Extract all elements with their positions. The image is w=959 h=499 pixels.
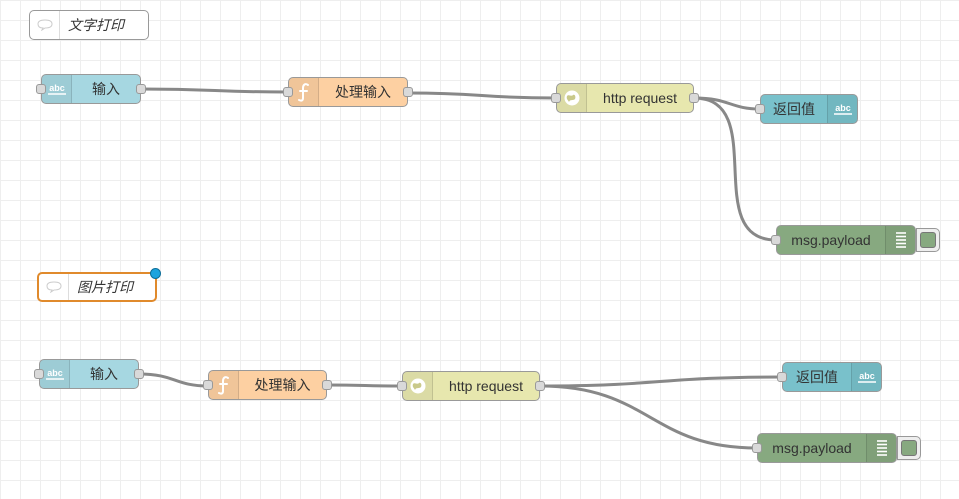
output-port[interactable]	[403, 87, 413, 97]
comment-node[interactable]: 文字打印	[29, 10, 149, 40]
output-port[interactable]	[322, 380, 332, 390]
input-port[interactable]	[755, 104, 765, 114]
input-port[interactable]	[203, 380, 213, 390]
changed-indicator	[150, 268, 161, 279]
output-port[interactable]	[535, 381, 545, 391]
function-icon	[209, 371, 239, 399]
node-label: 处理输入	[335, 84, 391, 100]
node-label: 输入	[92, 81, 120, 97]
debug-list-icon	[885, 226, 915, 254]
debug-list-icon	[866, 434, 896, 462]
input-port[interactable]	[752, 443, 762, 453]
output-port[interactable]	[136, 84, 146, 94]
abc-icon: abc	[40, 360, 70, 388]
comment-label: 图片打印	[77, 279, 133, 295]
node-label: 处理输入	[254, 377, 311, 393]
node-label: 返回值	[796, 369, 838, 385]
comment-icon	[39, 274, 69, 300]
input-port[interactable]	[397, 381, 407, 391]
output-port[interactable]	[689, 93, 699, 103]
node-label: 输入	[90, 366, 118, 382]
input-port[interactable]	[36, 84, 46, 94]
debug-node[interactable]: msg.payload	[752, 433, 921, 463]
inject-node[interactable]: abc 输入	[36, 74, 146, 104]
globe-icon	[403, 372, 433, 400]
node-label: msg.payload	[791, 232, 871, 248]
abc-icon: abc	[42, 75, 72, 103]
function-node[interactable]: 处理输入	[203, 370, 332, 400]
globe-icon	[557, 84, 587, 112]
svg-text:abc: abc	[47, 368, 63, 378]
wire[interactable]	[538, 375, 784, 388]
http-request-node[interactable]: http request	[397, 371, 545, 401]
wire[interactable]	[139, 87, 290, 94]
input-port[interactable]	[283, 87, 293, 97]
abc-icon: abc	[851, 363, 881, 391]
input-port[interactable]	[551, 93, 561, 103]
function-node[interactable]: 处理输入	[283, 77, 413, 107]
debug-node[interactable]: msg.payload	[771, 225, 940, 255]
node-label: http request	[449, 378, 523, 394]
http-request-node[interactable]: http request	[551, 83, 699, 113]
output-node[interactable]: 返回值 abc	[777, 362, 882, 392]
wire[interactable]	[538, 384, 759, 450]
toggle-indicator	[901, 440, 917, 456]
svg-text:abc: abc	[859, 371, 875, 381]
input-port[interactable]	[34, 369, 44, 379]
svg-text:abc: abc	[49, 83, 65, 93]
comment-icon	[30, 11, 60, 39]
input-port[interactable]	[771, 235, 781, 245]
debug-toggle-button[interactable]	[897, 436, 921, 460]
abc-icon: abc	[827, 95, 857, 123]
toggle-indicator	[920, 232, 936, 248]
wire[interactable]	[325, 383, 404, 388]
input-port[interactable]	[777, 372, 787, 382]
output-port[interactable]	[134, 369, 144, 379]
comment-node[interactable]: 图片打印	[37, 268, 161, 302]
wire[interactable]	[692, 96, 762, 111]
inject-node[interactable]: abc 输入	[34, 359, 144, 389]
svg-text:abc: abc	[835, 103, 851, 113]
wire[interactable]	[406, 91, 558, 100]
wire[interactable]	[137, 372, 210, 388]
node-label: msg.payload	[772, 440, 852, 456]
comment-label: 文字打印	[68, 17, 124, 33]
node-label: 返回值	[773, 101, 815, 117]
function-icon	[289, 78, 319, 106]
debug-toggle-button[interactable]	[916, 228, 940, 252]
output-node[interactable]: 返回值 abc	[755, 94, 858, 124]
node-label: http request	[603, 90, 677, 106]
